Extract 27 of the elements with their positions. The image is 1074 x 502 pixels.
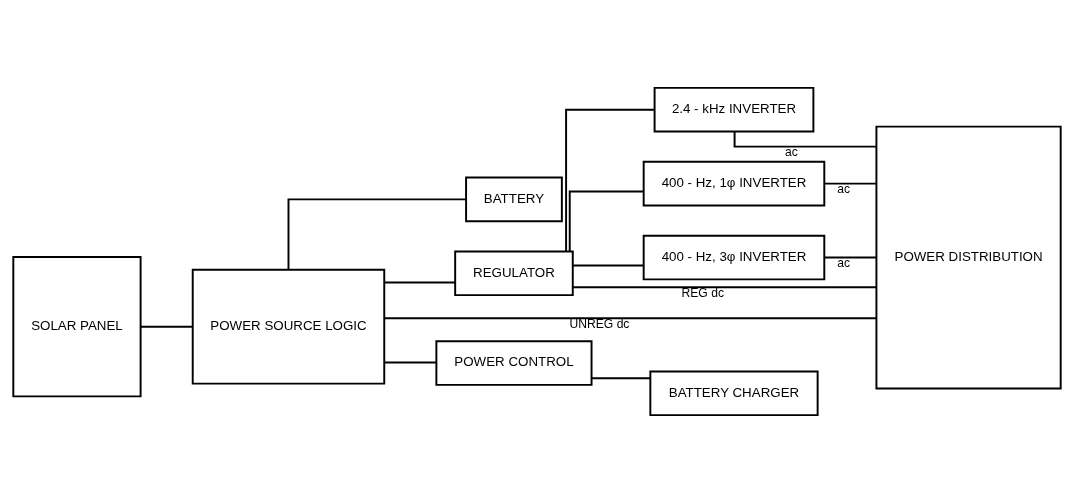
node-box: 2.4 - kHz INVERTER [653,86,815,132]
edge-label: UNREG dc [569,316,630,331]
connector [823,256,878,259]
node-box: SOLAR PANEL [12,255,142,397]
edge-label: REG dc [681,285,724,300]
node-box: BATTERY CHARGER [649,370,819,416]
connector [383,360,438,363]
node-box: POWER CONTROL [435,339,593,386]
connector [571,285,878,288]
connector [568,190,645,252]
node-box: 400 - Hz, 3φ INVERTER [642,234,826,280]
connector [823,182,878,185]
node-box: BATTERY [465,176,563,222]
node-box: POWER DISTRIBUTION [875,125,1062,389]
connector [571,263,645,266]
connector [565,108,656,252]
node-box: REGULATOR [454,250,574,296]
connector [140,325,194,328]
connector [287,197,467,270]
edge-label: ac [837,255,851,270]
edge-label: ac [784,144,798,159]
connector [590,376,652,379]
node-box: POWER SOURCE LOGIC [191,268,386,385]
connector [383,316,878,319]
edge-label: ac [837,181,851,196]
node-box: 400 - Hz, 1φ INVERTER [642,160,826,206]
connector [383,280,456,283]
